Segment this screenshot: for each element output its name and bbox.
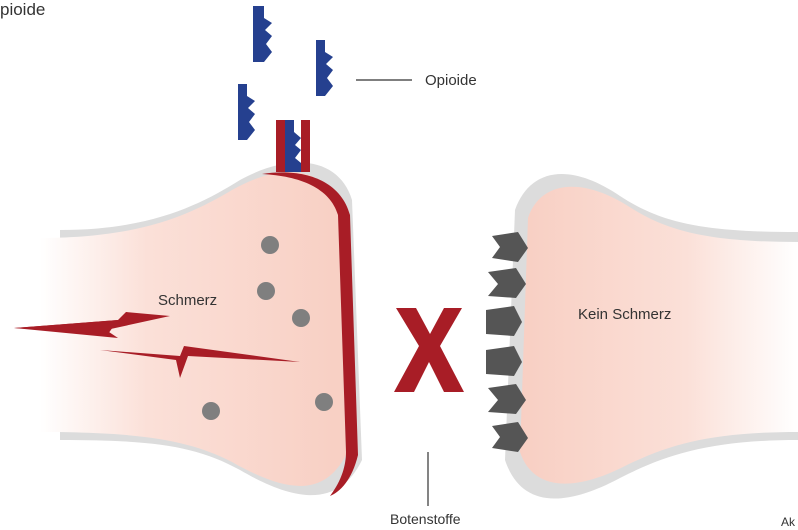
- bound-opioid: [285, 120, 301, 172]
- schmerz-label: Schmerz: [158, 292, 217, 309]
- botenstoffe-label: Botenstoffe: [390, 511, 461, 527]
- receptor-left-arm: [276, 120, 285, 172]
- corner-text-fragment: Ak: [781, 515, 795, 529]
- opioid-molecule: [238, 84, 255, 140]
- title-fragment: pioide: [0, 0, 45, 20]
- receptor-right-arm: [301, 120, 310, 172]
- opioid-receptor: [276, 120, 310, 172]
- postsynaptic-neuron: [486, 174, 798, 499]
- vesicle: [261, 236, 279, 254]
- vesicle: [202, 402, 220, 420]
- opioid-molecule: [253, 6, 272, 62]
- opioide-label: Opioide: [425, 72, 477, 89]
- x-mark-icon: [394, 308, 464, 392]
- kein-schmerz-label: Kein Schmerz: [578, 306, 671, 323]
- vesicle: [315, 393, 333, 411]
- vesicle: [257, 282, 275, 300]
- opioid-molecule: [316, 40, 333, 96]
- vesicle: [292, 309, 310, 327]
